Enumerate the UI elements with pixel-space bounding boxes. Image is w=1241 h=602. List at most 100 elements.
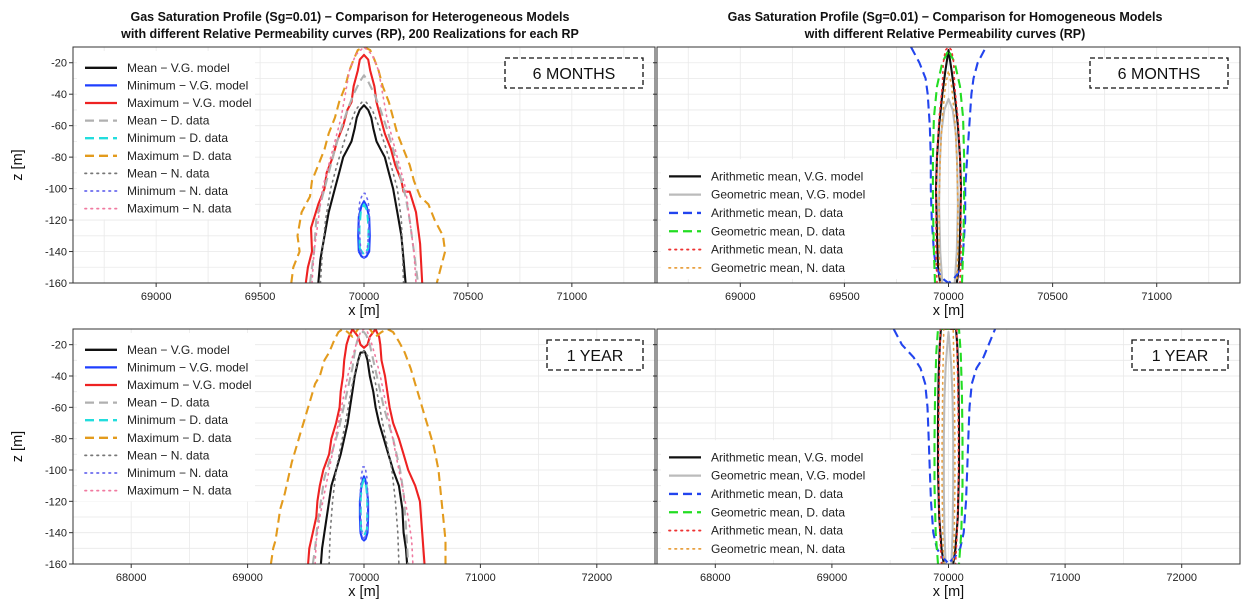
period-annotation-box: [1089, 57, 1229, 89]
x-tick-label: 69000: [817, 572, 848, 584]
legend-label-5: Maximum − D. data: [127, 431, 232, 445]
chart-panel-1: 69000 69500 70000 70500 71000 x [m] 6 MONTHS Ar…: [653, 46, 1241, 319]
y-tick-label: -80: [51, 434, 67, 446]
legend-label-3: Geometric mean, D. data: [711, 224, 845, 238]
legend-label-6: Mean − N. data: [127, 448, 210, 462]
y-tick-label: -40: [51, 89, 67, 101]
series-line-2: [307, 329, 426, 564]
series-line-4: [937, 329, 960, 564]
series-line-7: [359, 466, 369, 542]
legend-label-0: Arithmetic mean, V.G. model: [711, 169, 863, 183]
legend-background: [661, 440, 911, 560]
x-tick-label: 70000: [933, 291, 964, 303]
y-tick-label: -100: [45, 184, 67, 196]
y-axis-label: z [m]: [10, 149, 26, 180]
y-tick-label: -160: [45, 278, 67, 290]
series-line-4: [935, 47, 962, 283]
legend-label-6: Mean − N. data: [127, 166, 210, 180]
series-line-5: [938, 69, 959, 283]
legend-label-2: Arithmetic mean, D. data: [711, 206, 843, 220]
x-tick-label: 69500: [829, 291, 860, 303]
legend-label-8: Maximum − N. data: [127, 202, 232, 216]
y-tick-label: -100: [45, 465, 67, 477]
legend-label-8: Maximum − N. data: [127, 484, 232, 498]
series-line-6: [328, 350, 400, 564]
legend-background: [77, 51, 255, 220]
legend-label-2: Maximum − V.G. model: [127, 96, 252, 110]
legend-label-4: Arithmetic mean, N. data: [711, 243, 843, 257]
x-axis-label: x [m]: [933, 303, 964, 319]
x-axis-label: x [m]: [348, 584, 379, 600]
series-line-5: [290, 47, 447, 283]
series-line-6: [319, 101, 405, 283]
x-axis-label: x [m]: [933, 584, 964, 600]
x-tick-label: 69000: [232, 572, 263, 584]
x-tick-label: 70000: [349, 572, 380, 584]
series-group: [892, 329, 997, 564]
series-line-3: [308, 74, 420, 283]
y-tick-label: -160: [45, 559, 67, 571]
legend-label-7: Minimum − N. data: [127, 466, 228, 480]
x-tick-label: 72000: [582, 572, 613, 584]
right-title-line-1: Gas Saturation Profile (Sg=0.01) − Compa…: [727, 10, 1163, 24]
period-annotation-box: [1131, 339, 1229, 371]
series-group: [269, 329, 447, 564]
legend-label-1: Minimum − V.G. model: [127, 78, 248, 92]
legend-label-2: Maximum − V.G. model: [127, 378, 252, 392]
legend-label-4: Minimum − D. data: [127, 413, 228, 427]
series-line-0: [317, 104, 407, 283]
x-tick-label: 71000: [465, 572, 496, 584]
legend-label-5: Maximum − D. data: [127, 149, 232, 163]
legend-label-2: Arithmetic mean, D. data: [711, 487, 843, 501]
x-tick-label: 70500: [1037, 291, 1068, 303]
series-line-1: [942, 331, 955, 564]
series-line-8: [311, 47, 417, 283]
y-tick-label: -140: [45, 247, 67, 259]
x-tick-label: 69500: [245, 291, 276, 303]
period-annotation-label: 6 MONTHS: [1118, 66, 1201, 83]
legend-label-1: Minimum − V.G. model: [127, 360, 248, 374]
series-line-2: [910, 47, 987, 283]
y-tick-label: -60: [51, 402, 67, 414]
legend-label-4: Arithmetic mean, N. data: [711, 524, 843, 538]
x-tick-label: 69000: [725, 291, 756, 303]
y-tick-label: -80: [51, 152, 67, 164]
y-axis-label: z [m]: [10, 431, 26, 462]
y-tick-label: -60: [51, 121, 67, 133]
chart-panel-2: -160 -140 -120 -100 -80 -60 -40 -20 68000 69000 70…: [10, 328, 656, 600]
x-tick-label: 71000: [1141, 291, 1172, 303]
left-title-line-1: Gas Saturation Profile (Sg=0.01) − Compa…: [130, 10, 570, 24]
x-tick-label: 72000: [1166, 572, 1197, 584]
legend-background: [77, 333, 255, 502]
series-line-3: [933, 329, 964, 564]
legend-label-5: Geometric mean, N. data: [711, 261, 845, 275]
legend-label-5: Geometric mean, N. data: [711, 542, 845, 556]
x-tick-label: 68000: [116, 572, 147, 584]
legend-label-0: Mean − V.G. model: [127, 61, 230, 75]
x-tick-label: 70000: [933, 572, 964, 584]
period-annotation-box: [546, 339, 644, 371]
x-tick-label: 71000: [1050, 572, 1081, 584]
series-line-5: [941, 329, 956, 564]
legend-label-1: Geometric mean, V.G. model: [711, 469, 865, 483]
legend-background: [661, 159, 911, 279]
y-tick-label: -140: [45, 528, 67, 540]
period-annotation-box: [504, 57, 644, 89]
left-column-title: Gas Saturation Profile (Sg=0.01) − Compa…: [40, 9, 660, 43]
series-group: [910, 47, 987, 283]
legend-label-4: Minimum − D. data: [127, 131, 228, 145]
y-tick-label: -120: [45, 496, 67, 508]
period-annotation-label: 1 YEAR: [1152, 348, 1209, 365]
right-title-line-2: with different Relative Permeability cur…: [804, 27, 1086, 41]
period-annotation-label: 1 YEAR: [567, 348, 624, 365]
x-tick-label: 70500: [453, 291, 484, 303]
series-line-3: [311, 331, 410, 564]
y-tick-label: -20: [51, 340, 67, 352]
y-tick-label: -40: [51, 371, 67, 383]
period-annotation-label: 6 MONTHS: [533, 66, 616, 83]
right-column-title: Gas Saturation Profile (Sg=0.01) − Compa…: [650, 9, 1240, 43]
